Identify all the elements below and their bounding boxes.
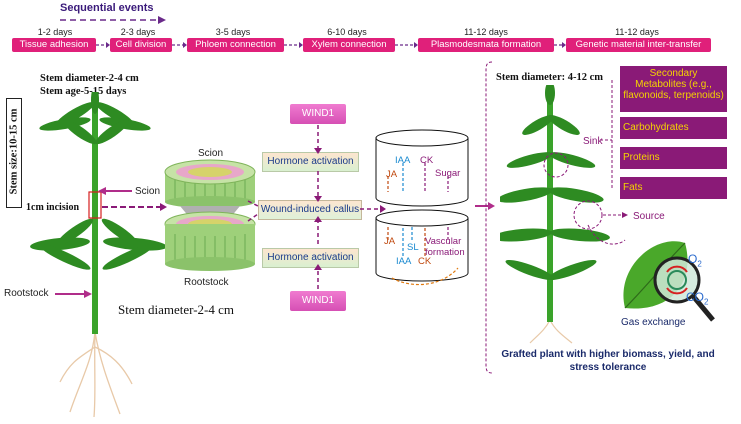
- right-stem-diameter: Stem diameter: 4-12 cm: [496, 72, 603, 83]
- secondary-metabolites-box: Secondary Metabolites (e.g., flavonoids,…: [620, 66, 727, 112]
- event-days-3: 3-5 days: [215, 27, 251, 37]
- left-stem-diameter: Stem diameter-2-4 cm: [40, 73, 139, 84]
- sequential-events-title: Sequential events: [60, 2, 154, 14]
- roots-icon: [59, 331, 133, 418]
- left-plant-illustration: [30, 92, 167, 418]
- sequential-arrow: [60, 16, 166, 24]
- leaf-magnifier-illustration: [623, 241, 715, 322]
- stage-phloem-connection: Phloem connection: [187, 38, 284, 52]
- proteins-box: Proteins: [620, 147, 727, 169]
- formation-label: formation: [425, 247, 465, 258]
- sugar-label: Sugar: [435, 168, 461, 179]
- ck-bottom-label: CK: [418, 256, 432, 267]
- incision-label: 1cm incision: [26, 202, 80, 213]
- left-stem-age: Stem age-5-15 days: [40, 86, 127, 97]
- iaa-top-label: IAA: [395, 155, 411, 166]
- left-scion-label: Scion: [135, 186, 161, 197]
- to-grafted-arrow: [475, 202, 495, 210]
- hormone-cylinders-illustration: [375, 129, 469, 286]
- graft-rootstock-label: Rootstock: [184, 277, 229, 288]
- wind1-top: WIND1: [290, 104, 346, 124]
- stage-cell-division: Cell division: [110, 38, 172, 52]
- stage-plasmodesmata-formation: Plasmodesmata formation: [418, 38, 554, 52]
- sink-label: Sink: [583, 136, 603, 147]
- stage-tissue-adhesion: Tissue adhesion: [12, 38, 96, 52]
- event-days-1: 1-2 days: [37, 27, 73, 37]
- bottom-stem-diameter: Stem diameter-2-4 cm: [118, 302, 234, 317]
- event-days-4: 6-10 days: [327, 27, 367, 37]
- ck-top-label: CK: [420, 155, 434, 166]
- event-days-2: 2-3 days: [120, 27, 156, 37]
- grafted-plant-summary: Grafted plant with higher biomass, yield…: [501, 349, 715, 373]
- o2-label: O2: [688, 252, 702, 269]
- carbohydrates-box: Carbohydrates: [620, 117, 727, 139]
- vascular-label: Vascular: [425, 236, 462, 247]
- left-rootstock-label: Rootstock: [4, 288, 49, 299]
- ja-top-label: JA: [386, 169, 398, 180]
- hormone-activation-bottom: Hormone activation: [262, 248, 359, 268]
- co2-label: CO2: [686, 290, 709, 307]
- sl-label: SL: [407, 242, 419, 253]
- right-plant-illustration: [500, 85, 610, 344]
- graft-scion-label: Scion: [198, 148, 224, 159]
- iaa-bottom-label: IAA: [396, 256, 412, 267]
- event-days-6: 11-12 days: [615, 27, 659, 37]
- gas-exchange-label: Gas exchange: [621, 317, 686, 328]
- source-label: Source: [633, 211, 665, 222]
- ja-bottom-label: JA: [384, 236, 396, 247]
- wind1-bottom: WIND1: [290, 291, 346, 311]
- hormone-activation-top: Hormone activation: [262, 152, 359, 172]
- fats-box: Fats: [620, 177, 727, 199]
- graft-cylinders-illustration: [164, 159, 256, 271]
- stage-arrows: [96, 42, 566, 48]
- stem-size-box: Stem size:10-15 cm: [6, 98, 22, 208]
- stage-genetic-transfer: Genetic material inter-transfer: [566, 38, 711, 52]
- wound-induced-callus: Wound-induced callus: [258, 200, 362, 220]
- event-days-5: 11-12 days: [464, 27, 508, 37]
- stage-xylem-connection: Xylem connection: [303, 38, 395, 52]
